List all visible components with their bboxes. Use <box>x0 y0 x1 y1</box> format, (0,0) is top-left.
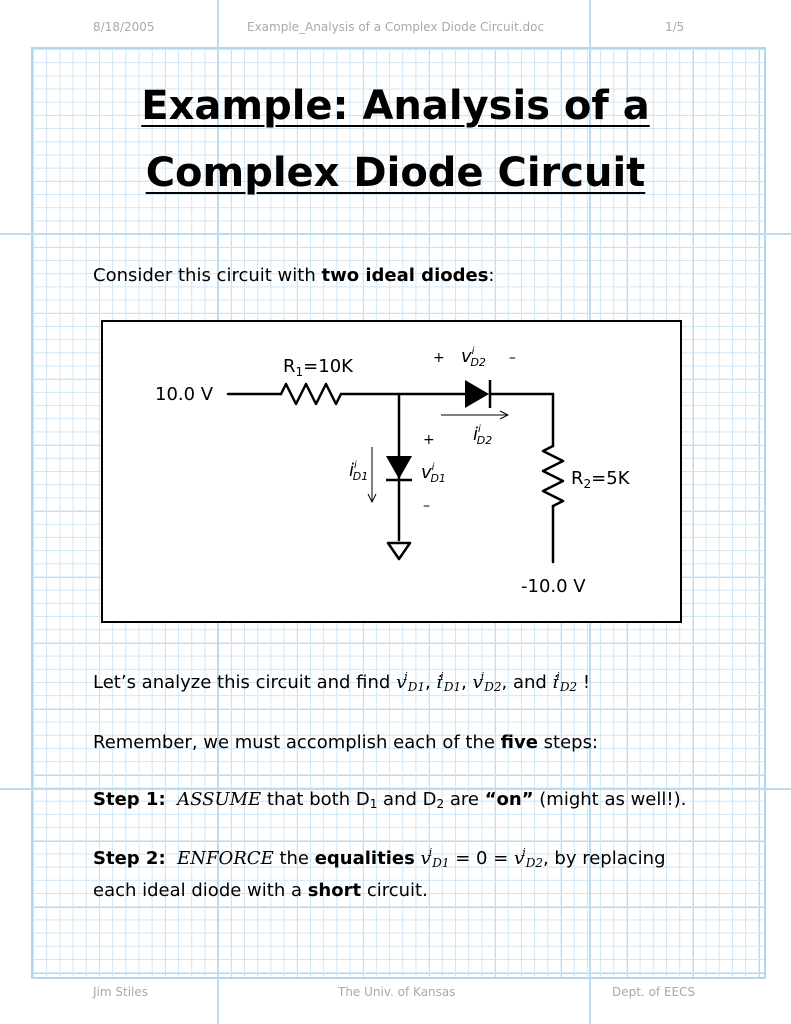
intro-suffix: : <box>488 265 495 286</box>
vd2-minus: – <box>509 350 516 366</box>
vd2-plus: + <box>433 350 445 366</box>
current-arrow-d1 <box>367 447 377 504</box>
source-voltage-label: 10.0 V <box>155 384 214 405</box>
footer-author: Jim Stiles <box>93 985 149 999</box>
step1-verb: ASSUME <box>177 789 262 810</box>
intro-bold: two ideal diodes <box>321 265 489 286</box>
header-filename: Example_Analysis of a Complex Diode Circ… <box>247 20 545 34</box>
diode-d2 <box>465 380 492 408</box>
step1-label: Step 1: <box>93 789 166 810</box>
ground-icon <box>386 541 412 561</box>
var-vd1: viD1 <box>420 846 450 870</box>
step2-bold: equalities <box>314 848 415 869</box>
var-vd1: viD1 <box>396 670 426 694</box>
var-id1: iiD1 <box>436 670 462 694</box>
page-title-line2: Complex Diode Circuit <box>145 150 646 196</box>
step2-verb: ENFORCE <box>177 848 274 869</box>
footer-department: Dept. of EECS <box>612 985 696 999</box>
analyze-paragraph: Let’s analyze this circuit and find viD1… <box>93 670 591 694</box>
var-vd2: viD2 <box>514 846 543 870</box>
step1-paragraph: Step 1: ASSUME that both D1 and D2 are “… <box>93 789 687 811</box>
remember-paragraph: Remember, we must accomplish each of the… <box>93 732 598 753</box>
negative-voltage-label: -10.0 V <box>521 576 586 597</box>
var-id2: iiD2 <box>552 670 578 694</box>
intro-text: Consider this circuit with <box>93 265 322 286</box>
r1-label: R1=10K <box>283 356 354 379</box>
diode-d1 <box>386 456 412 482</box>
var-vd2: viD2 <box>472 670 502 694</box>
resistor-r1 <box>279 382 343 406</box>
footer-university: The Univ. of Kansas <box>338 985 456 999</box>
page-title-line1: Example: Analysis of a <box>141 83 650 129</box>
frame-line <box>0 788 791 790</box>
step2-paragraph: Step 2: ENFORCE the equalities viD1 = 0 … <box>93 846 666 870</box>
r2-label: R2=5K <box>571 468 631 491</box>
header-page-number: 1/5 <box>665 20 685 34</box>
header-date: 8/18/2005 <box>93 20 155 34</box>
remember-bold: five <box>500 732 538 753</box>
vd1-minus: – <box>423 498 430 514</box>
step2-label: Step 2: <box>93 848 166 869</box>
analyze-text: Let’s analyze this circuit and find <box>93 672 397 693</box>
current-arrow-d2 <box>441 410 510 420</box>
step1-bold: “on” <box>484 789 534 810</box>
step2-paragraph-line2: each ideal diode with a short circuit. <box>93 880 428 901</box>
remember-text: Remember, we must accomplish each of the <box>93 732 501 753</box>
frame-line <box>0 233 791 235</box>
remember-suffix: steps: <box>537 732 599 753</box>
intro-paragraph: Consider this circuit with two ideal dio… <box>93 265 495 286</box>
step2-short-bold: short <box>307 880 362 901</box>
vd1-plus: + <box>423 432 435 448</box>
resistor-r2 <box>541 444 565 508</box>
